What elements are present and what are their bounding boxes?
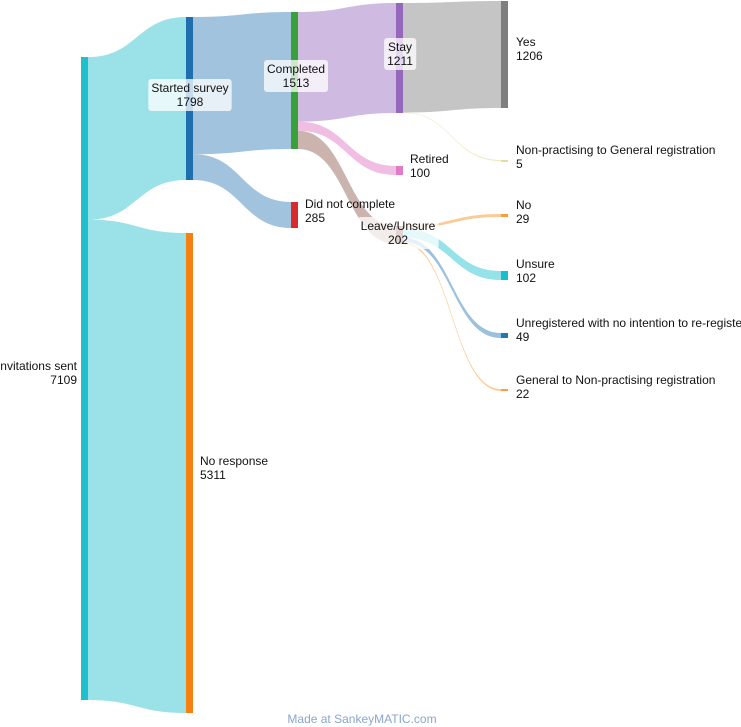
link-stay-to-np2gen bbox=[403, 112, 501, 161]
node-name-no: No bbox=[516, 198, 532, 212]
label-background-leave bbox=[357, 217, 439, 249]
node-no bbox=[501, 214, 508, 217]
node-noresponse bbox=[186, 233, 193, 713]
node-value-yes: 1206 bbox=[516, 49, 543, 63]
node-value-no: 29 bbox=[516, 212, 530, 226]
link-completed-to-leave bbox=[298, 130, 396, 244]
link-stay-to-yes bbox=[403, 1, 501, 113]
node-value-unsure: 102 bbox=[516, 271, 536, 285]
node-retired bbox=[396, 166, 403, 175]
label-background-started bbox=[148, 79, 232, 111]
node-name-didnot: Did not complete bbox=[305, 197, 395, 211]
node-label-unreg: Unregistered with no intention to re-reg… bbox=[516, 316, 741, 344]
node-value-started: 1798 bbox=[177, 95, 204, 109]
sankey-links bbox=[88, 1, 501, 713]
node-value-invitations: 7109 bbox=[50, 373, 77, 387]
node-name-started: Started survey bbox=[151, 81, 228, 95]
link-leave-to-unreg bbox=[403, 237, 501, 338]
link-completed-to-retired bbox=[298, 121, 396, 175]
link-invitations-to-noresponse bbox=[88, 219, 186, 713]
node-unsure bbox=[501, 271, 508, 280]
node-name-completed: Completed bbox=[267, 62, 325, 76]
label-background-stay bbox=[384, 38, 417, 70]
node-value-completed: 1513 bbox=[283, 76, 310, 90]
link-leave-to-gen2np bbox=[403, 242, 501, 391]
node-value-np2gen: 5 bbox=[516, 157, 523, 171]
node-didnot bbox=[291, 202, 298, 228]
node-name-unsure: Unsure bbox=[516, 257, 555, 271]
node-invitations bbox=[81, 57, 88, 700]
node-name-leave: Leave/Unsure bbox=[361, 219, 436, 233]
label-background-completed bbox=[263, 60, 329, 92]
node-name-unreg: Unregistered with no intention to re-reg… bbox=[516, 316, 741, 330]
node-value-gen2np: 22 bbox=[516, 387, 530, 401]
node-gen2np bbox=[501, 389, 508, 391]
link-invitations-to-started bbox=[88, 17, 186, 220]
link-started-to-didnot bbox=[193, 154, 291, 228]
node-value-retired: 100 bbox=[410, 166, 430, 180]
node-unreg bbox=[501, 333, 508, 338]
link-started-to-completed bbox=[193, 12, 291, 155]
node-yes bbox=[501, 1, 508, 108]
node-name-np2gen: Non-practising to General registration bbox=[516, 143, 715, 157]
node-name-gen2np: General to Non-practising registration bbox=[516, 373, 715, 387]
node-value-unreg: 49 bbox=[516, 330, 530, 344]
node-name-invitations: Invitations sent bbox=[0, 359, 78, 373]
node-np2gen bbox=[501, 160, 508, 162]
node-name-stay: Stay bbox=[388, 40, 412, 54]
node-name-yes: Yes bbox=[516, 35, 536, 49]
node-name-retired: Retired bbox=[410, 152, 449, 166]
credit-text: Made at SankeyMATIC.com bbox=[287, 712, 436, 726]
node-value-noresponse: 5311 bbox=[200, 468, 226, 482]
node-value-stay: 1211 bbox=[387, 54, 413, 68]
node-name-noresponse: No response bbox=[200, 454, 268, 468]
node-value-didnot: 285 bbox=[305, 211, 325, 225]
node-value-leave: 202 bbox=[388, 233, 408, 247]
